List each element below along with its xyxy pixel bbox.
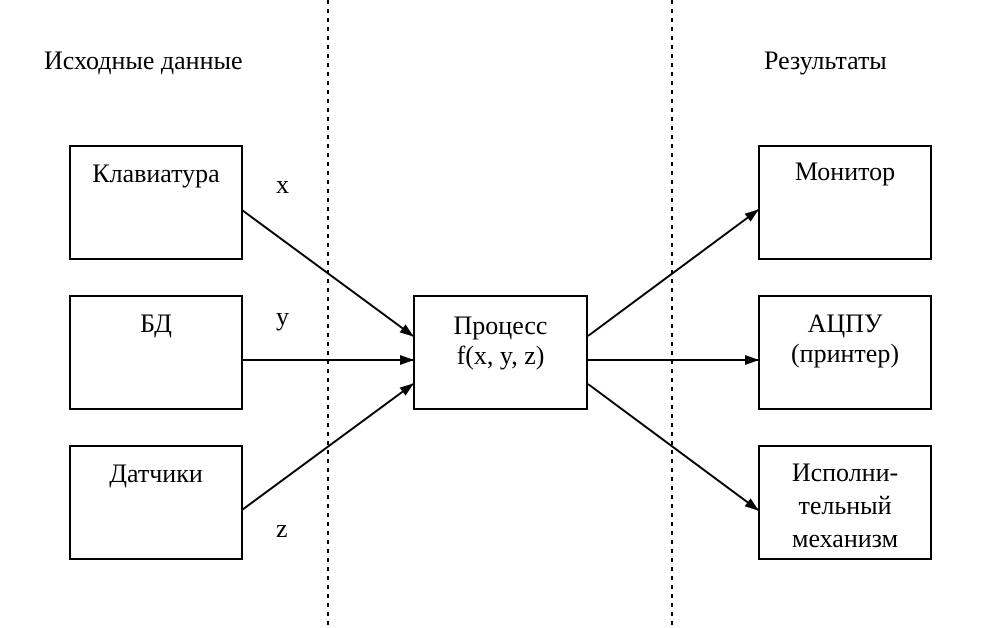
process-box: Процесс f(x, y, z) (413, 295, 588, 410)
output-box-actuator-label-1: Исполни- (791, 458, 899, 487)
process-box-title: Процесс (453, 311, 548, 340)
input-box-keyboard: Клавиатура (69, 145, 243, 260)
outputs-section-title: Результаты (764, 46, 887, 75)
variable-label-x: x (276, 170, 289, 199)
output-box-monitor-label: Монитор (794, 157, 896, 186)
output-box-printer-label-1: АЦПУ (807, 309, 883, 338)
output-box-actuator: Исполни- тельный механизм (758, 445, 932, 560)
inputs-section-title: Исходные данные (44, 46, 243, 75)
input-box-database: БД (69, 295, 243, 410)
input-box-database-label: БД (140, 309, 172, 338)
output-box-printer-label-2: (принтер) (791, 339, 899, 368)
input-box-sensors: Датчики (69, 445, 243, 560)
output-box-actuator-label-3: механизм (791, 524, 899, 553)
process-box-function: f(x, y, z) (456, 341, 545, 370)
arrow-process-to-actuator (587, 383, 759, 511)
variable-label-z: z (276, 514, 288, 543)
output-box-printer: АЦПУ (принтер) (758, 295, 932, 410)
output-box-actuator-label-2: тельный (798, 491, 892, 520)
arrow-keyboard-to-process (241, 209, 414, 337)
variable-label-y: y (276, 302, 289, 331)
input-box-sensors-label: Датчики (109, 459, 203, 488)
output-box-monitor: Монитор (758, 145, 932, 260)
arrow-process-to-monitor (587, 209, 759, 337)
input-box-keyboard-label: Клавиатура (92, 159, 220, 188)
arrow-sensors-to-process (241, 383, 414, 511)
